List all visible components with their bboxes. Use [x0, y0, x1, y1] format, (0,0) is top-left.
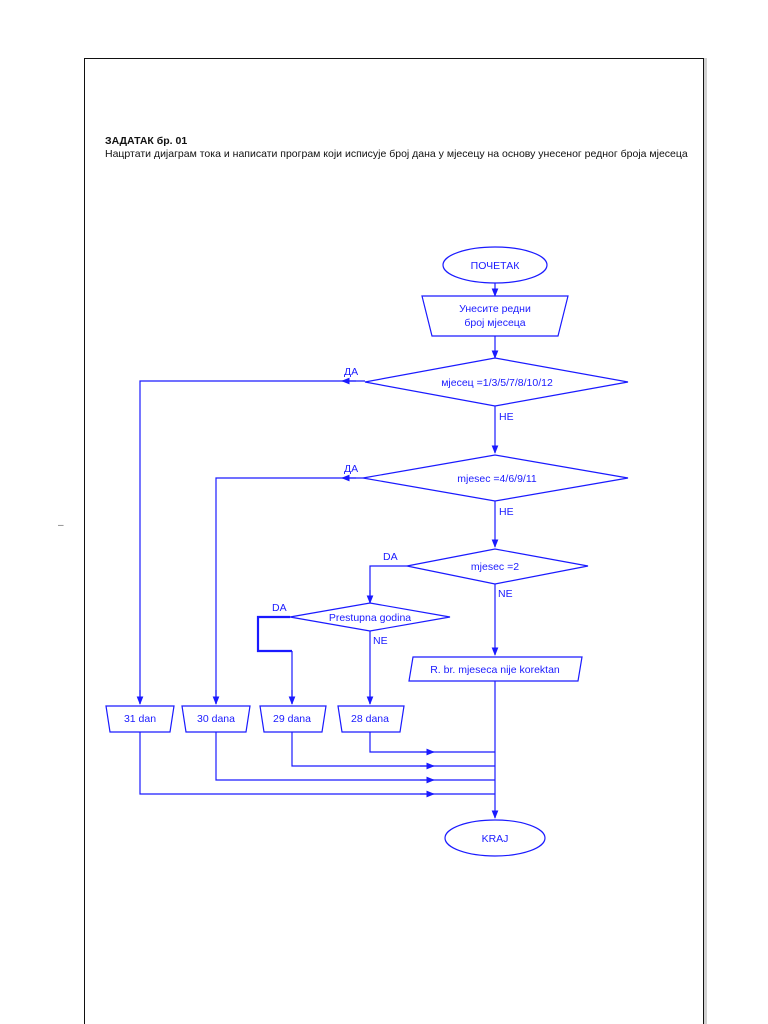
- error-output-label: R. br. mjeseca nije korektan: [430, 664, 560, 676]
- no-label-4: NE: [373, 635, 388, 647]
- task-header: ЗАДАТАК бр. 01 Нацртати дијаграм тока и …: [105, 135, 690, 161]
- document-page: [84, 58, 704, 1024]
- decision-february: [406, 548, 589, 585]
- start-terminal: [442, 246, 548, 284]
- output-28: [337, 705, 405, 733]
- decision-3-label: mjesec =2: [471, 561, 519, 573]
- output-31-label: 31 dan: [124, 713, 156, 725]
- margin-mark: –: [58, 520, 64, 531]
- output-29: [259, 705, 327, 733]
- output-31: [105, 705, 175, 733]
- output-29-label: 29 dana: [273, 713, 311, 725]
- no-label-3: NE: [498, 588, 513, 600]
- yes-label-3: DA: [383, 551, 398, 563]
- decision-1-label: мјесец =1/3/5/7/8/10/12: [441, 377, 553, 389]
- decision-31-days: [364, 357, 629, 407]
- start-label: ПОЧЕТАК: [471, 260, 521, 272]
- merge-31: [139, 732, 495, 795]
- end-terminal: [444, 819, 546, 857]
- merge-30: [215, 732, 495, 781]
- input-label-2: број мјесеца: [464, 317, 525, 329]
- input-box: [421, 295, 569, 337]
- task-description: Нацртати дијаграм тока и написати програ…: [105, 148, 688, 160]
- yes-branch-2: [215, 477, 363, 704]
- error-output-box: [408, 656, 583, 682]
- output-28-label: 28 dana: [351, 713, 389, 725]
- decision-30-days: [362, 454, 629, 502]
- decision-2-label: mjesec =4/6/9/11: [457, 473, 537, 485]
- merge-29: [291, 732, 495, 767]
- yes-label-4: DA: [272, 602, 287, 614]
- input-label-1: Унесите редни: [459, 303, 531, 315]
- yes-branch-leap: [256, 615, 292, 653]
- task-title: ЗАДАТАК бр. 01: [105, 135, 188, 147]
- output-30-label: 30 dana: [197, 713, 235, 725]
- output-30: [181, 705, 251, 733]
- yes-branch-3: [369, 565, 407, 603]
- merge-28: [369, 732, 495, 753]
- yes-label-2: ДА: [344, 463, 358, 475]
- no-label-1: НЕ: [499, 411, 514, 423]
- no-label-2: НЕ: [499, 506, 514, 518]
- decision-leap-year: [289, 602, 451, 632]
- yes-label-1: ДА: [344, 366, 358, 378]
- end-label: KRAJ: [482, 833, 509, 845]
- decision-4-label: Prestupna godina: [329, 612, 411, 624]
- yes-branch-1: [139, 380, 365, 704]
